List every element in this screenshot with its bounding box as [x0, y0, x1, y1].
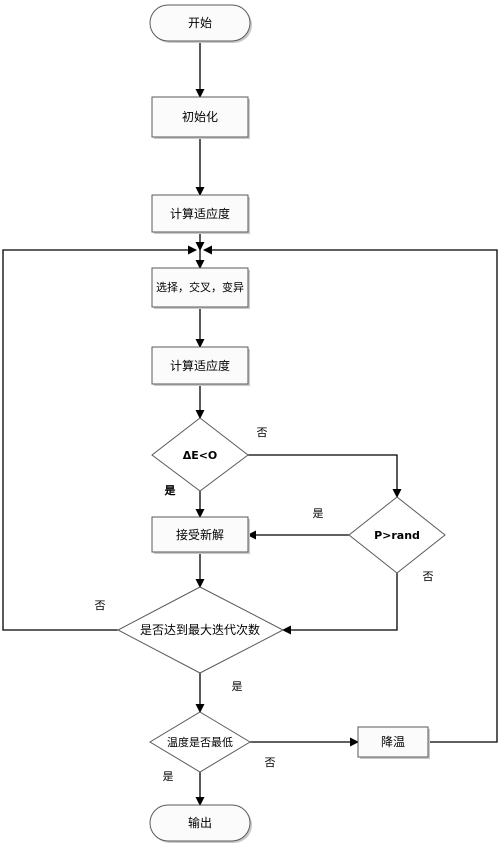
node-temp-check-label: 温度是否最低 — [167, 735, 233, 749]
node-operators-shape — [151, 267, 249, 308]
node-iter-check: 是否达到最大迭代次数 — [116, 586, 285, 674]
edge-label-prob-no: 否 — [423, 570, 434, 583]
node-prob-check: P>rand — [348, 496, 446, 574]
node-delta-check-shape — [151, 417, 249, 492]
node-iter-check-shape — [116, 586, 285, 674]
node-cool: 降温 — [357, 726, 430, 759]
node-fitness-1-label: 计算适应度 — [170, 206, 230, 221]
edge-cool-loop — [203, 245, 498, 743]
node-fitness-2-label: 计算适应度 — [170, 358, 230, 373]
node-accept-shape — [151, 516, 249, 553]
node-init-label: 初始化 — [182, 110, 218, 124]
node-prob-check-label: P>rand — [374, 529, 420, 542]
node-fitness-1: 计算适应度 — [151, 194, 250, 234]
node-prob-check-shape — [348, 496, 446, 574]
node-delta-check-label: ΔE<O — [183, 449, 218, 462]
node-fitness-1-shape — [151, 194, 249, 233]
node-fitness-2-shape — [151, 346, 249, 385]
edge-delta-no-to-prob — [248, 454, 402, 498]
node-temp-check: 温度是否最低 — [149, 711, 251, 773]
edge-label-temp-no: 否 — [265, 756, 276, 769]
node-iter-check-label: 是否达到最大迭代次数 — [140, 622, 260, 637]
node-start-label: 开始 — [188, 16, 212, 30]
edge-label-temp-yes: 是 — [163, 770, 174, 783]
node-accept: 接受新解 — [151, 516, 250, 554]
node-init-shape — [151, 96, 249, 138]
node-init: 初始化 — [151, 96, 250, 139]
node-end-label: 输出 — [188, 815, 212, 830]
edge-label-iter-no: 否 — [95, 599, 106, 612]
node-delta-check: ΔE<O — [151, 417, 249, 492]
edge-label-iter-yes: 是 — [232, 680, 243, 693]
node-cool-shape — [357, 726, 429, 758]
node-fitness-2: 计算适应度 — [151, 346, 250, 386]
edge-label-delta-no: 否 — [257, 426, 268, 439]
node-end: 输出 — [149, 804, 252, 843]
node-operators: 选择，交叉，变异 — [151, 267, 250, 309]
node-end-shape — [149, 804, 251, 842]
edge-label-delta-yes: 是 — [164, 484, 177, 497]
node-operators-label: 选择，交叉，变异 — [156, 280, 244, 294]
edge-iter-no-loop — [2, 245, 197, 631]
node-accept-label: 接受新解 — [176, 527, 224, 542]
edge-label-prob-yes: 是 — [313, 507, 324, 520]
node-start-shape — [149, 4, 251, 42]
node-start: 开始 — [149, 4, 252, 43]
node-temp-check-shape — [149, 711, 251, 773]
node-cool-label: 降温 — [381, 735, 405, 749]
edge-prob-no-to-iter — [282, 573, 398, 635]
